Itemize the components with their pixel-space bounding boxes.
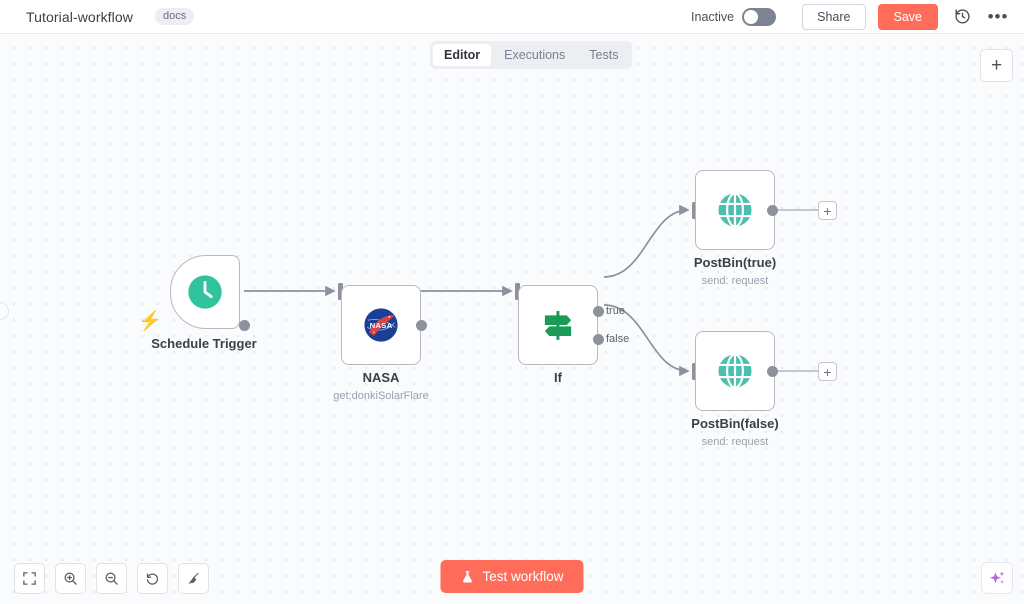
workflow-canvas[interactable]: ⚡ Schedule Trigger NASA NASA get:donkiSo… — [0, 34, 1024, 604]
broom-icon[interactable] — [178, 563, 209, 594]
nasa-output-dot[interactable] — [416, 320, 427, 331]
trigger-bolt-icon: ⚡ — [138, 311, 162, 332]
test-workflow-label: Test workflow — [482, 569, 564, 584]
toggle-knob — [744, 9, 759, 24]
page-title[interactable]: Tutorial-workflow — [26, 8, 133, 25]
activation-label: Inactive — [691, 9, 735, 24]
app-header: Tutorial-workflow docs Inactive Share Sa… — [0, 0, 1024, 34]
node-subtitle-postbin-false: send: request — [701, 436, 769, 448]
globe-icon — [718, 353, 752, 389]
tab-tests[interactable]: Tests — [589, 48, 619, 62]
svg-text:NASA: NASA — [370, 321, 393, 330]
node-label-postbin-true: PostBin(true) — [693, 255, 777, 270]
port-label-false: false — [606, 333, 630, 345]
sparkles-glyph — [989, 570, 1004, 584]
header-actions: Inactive Share Save ••• — [691, 3, 1010, 30]
zoom-in-icon[interactable] — [55, 563, 86, 594]
nasa-logo-icon: NASA — [364, 308, 398, 342]
port-label-true: true — [606, 305, 625, 317]
tab-editor[interactable]: Editor — [433, 44, 492, 66]
node-label-if: If — [554, 370, 562, 385]
postbin-false-output-dot[interactable] — [767, 366, 778, 377]
test-workflow-button[interactable]: Test workflow — [440, 560, 584, 593]
node-label-schedule-trigger: Schedule Trigger — [151, 336, 257, 351]
ellipsis-icon[interactable]: ••• — [986, 5, 1010, 29]
connection-edges — [244, 202, 818, 380]
globe-icon — [718, 192, 752, 228]
node-subtitle-nasa: get:donkiSolarFlare — [333, 390, 429, 402]
add-node-button[interactable]: + — [980, 49, 1013, 82]
signpost-icon — [544, 311, 572, 340]
node-postbin-true[interactable] — [695, 170, 775, 250]
zoom-out-icon[interactable] — [96, 563, 127, 594]
save-button[interactable]: Save — [877, 3, 938, 30]
node-schedule-trigger[interactable] — [170, 255, 240, 329]
fit-screen-icon[interactable] — [14, 563, 45, 594]
undo-icon[interactable] — [137, 563, 168, 594]
node-if[interactable] — [518, 285, 598, 365]
sparkles-icon[interactable] — [981, 562, 1013, 594]
ellipsis-glyph: ••• — [987, 6, 1009, 26]
activation-toggle[interactable] — [742, 7, 777, 26]
tab-executions[interactable]: Executions — [504, 48, 566, 62]
node-nasa[interactable]: NASA — [341, 285, 421, 365]
node-postbin-false[interactable] — [695, 331, 775, 411]
node-label-postbin-false: PostBin(false) — [691, 416, 779, 431]
editor-tabs: Editor Executions Tests — [430, 41, 633, 69]
node-subtitle-postbin-true: send: request — [701, 275, 769, 287]
clock-icon — [188, 275, 222, 309]
history-icon[interactable] — [950, 5, 974, 29]
postbin-true-output-dot[interactable] — [767, 205, 778, 216]
flask-icon — [463, 570, 472, 582]
share-button[interactable]: Share — [802, 3, 866, 30]
if-output-dot-true[interactable] — [593, 306, 604, 317]
node-label-nasa: NASA — [362, 370, 400, 385]
if-output-dot-false[interactable] — [593, 334, 604, 345]
workflow-tag[interactable]: docs — [154, 8, 195, 25]
add-node-after-postbin-false[interactable]: + — [818, 362, 837, 381]
canvas-zoom-toolbar — [14, 563, 209, 594]
add-node-after-postbin-true[interactable]: + — [818, 201, 837, 220]
trigger-output-dot[interactable] — [239, 320, 250, 331]
